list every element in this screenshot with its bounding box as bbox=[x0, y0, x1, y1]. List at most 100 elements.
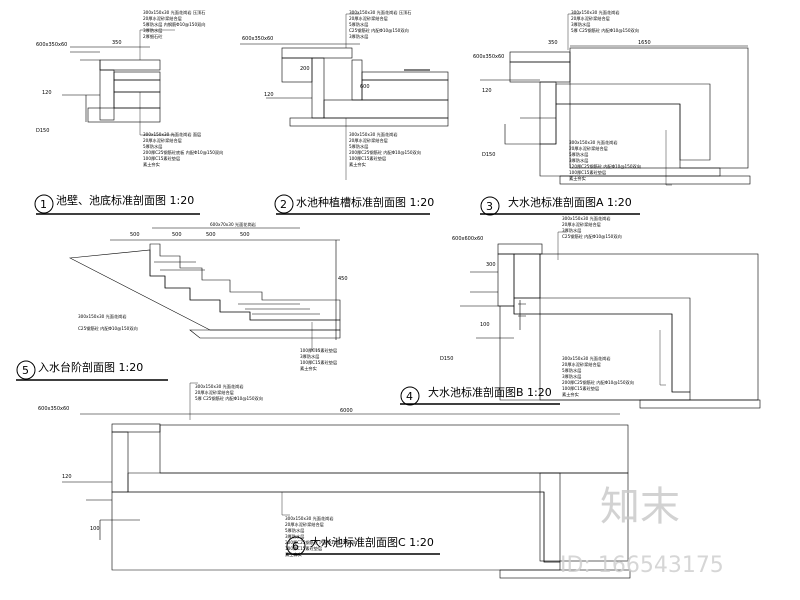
section-3-dim-4: D150 bbox=[482, 152, 495, 158]
section-5-drawing: 500 500 500 500 450 600x70x30 光面花岗岩 300x… bbox=[16, 221, 348, 381]
section-1-note-bottom-5: 素土夯实 bbox=[143, 161, 160, 168]
section-3-notes-top: 300x150x30 光面花岗岩 20厚水泥砂浆结合层 3厚防水层 5厚 C25… bbox=[571, 9, 639, 34]
section-5-note-bottom-1: C25钢筋砼 内配Φ10@150双向 bbox=[78, 325, 138, 332]
section-3-notes-bottom: 300x150x30 光面花岗岩 20厚水泥砂浆结合层 5厚防水层 3厚防水层 … bbox=[569, 139, 641, 182]
watermark-id: ID: 166543175 bbox=[560, 553, 724, 578]
section-6-caption: 6 大水池标准剖面图C 1:20 bbox=[286, 535, 440, 556]
section-6-number-badge bbox=[286, 536, 306, 556]
section-3-note-bottom-2: 5厚防水层 bbox=[569, 151, 588, 158]
section-3-dim-2: 1650 bbox=[638, 40, 651, 46]
section-6-number: 6 bbox=[292, 540, 299, 553]
section-2-dim-3: 120 bbox=[264, 92, 274, 98]
section-2-drawing: 600x350x60 200 600 120 300x150x30 光面花岗岩 … bbox=[240, 9, 449, 215]
section-6-note-top-1: 20厚水泥砂浆结合层 bbox=[195, 389, 234, 396]
section-6-dim-1: 6000 bbox=[340, 408, 353, 414]
section-6-note-bottom-1: 20厚水泥砂浆结合层 bbox=[285, 521, 324, 528]
section-6-note-bottom-5: 100厚C15素砼垫层 bbox=[285, 545, 322, 552]
section-6-note-top-0: 300x150x30 光面花岗岩 bbox=[195, 383, 244, 390]
section-4-note-bottom-6: 素土夯实 bbox=[562, 391, 579, 398]
section-2-note-bottom-3: 200厚C25钢筋砼 内配Φ10@150双向 bbox=[349, 149, 421, 156]
section-3-note-bottom-4: 120厚C25钢筋砼 内配Φ10@150双向 bbox=[569, 163, 641, 170]
section-3-number-badge bbox=[480, 196, 500, 216]
section-4-note-top-3: C25钢筋砼 内配Φ10@150双向 bbox=[562, 233, 622, 240]
section-1-note-top-1: 20厚水泥砂浆结合层 bbox=[143, 15, 182, 22]
section-5-dim-3: 500 bbox=[240, 232, 250, 238]
section-3-note-bottom-1: 20厚水泥砂浆结合层 bbox=[569, 145, 608, 152]
section-2-dim-1: 200 bbox=[300, 66, 310, 72]
section-1-note-bottom-2: 5厚防水层 bbox=[143, 143, 162, 150]
section-5-number-badge bbox=[16, 360, 36, 380]
section-4-dim-2: 100 bbox=[480, 322, 490, 328]
section-4-dim-3: D150 bbox=[440, 356, 453, 362]
section-2-number-badge bbox=[274, 194, 294, 214]
section-3-dim-0: 600x350x60 bbox=[473, 54, 504, 60]
section-6-dim-3: 100 bbox=[90, 526, 100, 532]
section-4-note-bottom-4: 200厚C25钢筋砼 内配Φ10@150双向 bbox=[562, 379, 634, 386]
section-1-dim-2: 120 bbox=[42, 90, 52, 96]
section-1-note-bottom-1: 20厚水泥砂浆结合层 bbox=[143, 137, 182, 144]
section-5-dim-4: 450 bbox=[338, 276, 348, 282]
section-5-notes-bottom: 300x150x30 光面花岗岩 C25钢筋砼 内配Φ10@150双向 100厚… bbox=[78, 313, 337, 372]
section-1-note-top-2: 5厚防水层 内钢筋Φ10@150双向 bbox=[143, 21, 206, 28]
section-3-note-bottom-6: 素土夯实 bbox=[569, 175, 586, 182]
section-2-notes-bottom: 300x150x30 光面花岗岩 20厚水泥砂浆结合层 5厚防水层 200厚C2… bbox=[349, 131, 421, 168]
section-4-number-badge bbox=[400, 386, 420, 406]
section-6-dim-2: 120 bbox=[62, 474, 72, 480]
section-1-number-badge bbox=[34, 194, 54, 214]
section-3-drawing: 600x350x60 350 1650 120 D150 300x150x30 … bbox=[473, 9, 751, 216]
section-1-notes-bottom: 300x150x30 光面花岗岩 面层 20厚水泥砂浆结合层 5厚防水层 200… bbox=[143, 131, 223, 168]
section-3-number: 3 bbox=[486, 200, 493, 213]
section-6-dim-0: 600x350x60 bbox=[38, 406, 69, 412]
section-1-drawing: 600x350x60 350 120 D150 300x150x30 光面花岗岩… bbox=[34, 9, 223, 215]
section-2-dim-0: 600x350x60 bbox=[242, 36, 273, 42]
section-1-dim-3: D150 bbox=[36, 128, 49, 134]
section-1-title: 池壁、池底标准剖面图 1:20 bbox=[56, 193, 194, 207]
section-1-note-top-3: 3厚防水层 bbox=[143, 27, 162, 34]
section-1-note-bottom-3: 200厚C25钢筋砼底板 内配Φ10@150双向 bbox=[143, 149, 223, 156]
section-2-note-bottom-4: 100厚C15素砼垫层 bbox=[349, 155, 386, 162]
section-4-note-bottom-3: 3厚防水层 bbox=[562, 373, 581, 380]
section-6-title: 大水池标准剖面图C 1:20 bbox=[310, 535, 434, 549]
section-3-note-top-0: 300x150x30 光面花岗岩 bbox=[571, 9, 620, 16]
section-4-notes-top: 300x150x30 光面花岗岩 20厚水泥砂浆结合层 3厚防水层 C25钢筋砼… bbox=[562, 215, 622, 240]
section-5-dim-0: 500 bbox=[130, 232, 140, 238]
section-4-note-bottom-2: 5厚防水层 bbox=[562, 367, 581, 374]
section-2-note-bottom-1: 20厚水泥砂浆结合层 bbox=[349, 137, 388, 144]
section-4-notes-bottom: 300x150x30 光面花岗岩 20厚水泥砂浆结合层 5厚防水层 3厚防水层 … bbox=[562, 355, 634, 398]
section-3-dim-1: 350 bbox=[548, 40, 558, 46]
section-5-note-bottom-0: 300x150x30 光面花岗岩 bbox=[78, 313, 127, 320]
section-2-note-bottom-5: 素土夯实 bbox=[349, 161, 366, 168]
section-4-dim-0: 600x600x60 bbox=[452, 236, 483, 242]
section-3-note-top-3: 5厚 C25钢筋砼 内配Φ10@150双向 bbox=[571, 27, 639, 34]
section-6-drawing: 600x350x60 6000 120 100 300x150x30 光面花岗岩… bbox=[38, 382, 631, 579]
section-2-number: 2 bbox=[280, 198, 287, 211]
section-1-notes-top: 300x150x30 光面花岗岩 压顶石 20厚水泥砂浆结合层 5厚防水层 内钢… bbox=[143, 9, 206, 40]
section-2-dim-2: 600 bbox=[360, 84, 370, 90]
section-2-note-top-3: C25钢筋砼 内配Φ10@150双向 bbox=[349, 27, 409, 34]
section-4-note-top-0: 300x150x30 光面花岗岩 bbox=[562, 215, 611, 222]
section-4-note-bottom-0: 300x150x30 光面花岗岩 bbox=[562, 355, 611, 362]
section-2-title: 水池种植槽标准剖面图 1:20 bbox=[296, 195, 434, 209]
watermark-brand: 知末 bbox=[600, 484, 680, 530]
section-2-note-bottom-2: 5厚防水层 bbox=[349, 143, 368, 150]
section-4-caption: 4 大水池标准剖面图B 1:20 bbox=[400, 385, 560, 406]
section-5-note-top-0: 600x70x30 光面花岗岩 bbox=[210, 221, 256, 228]
section-5-number: 5 bbox=[22, 364, 29, 377]
section-1-note-bottom-4: 100厚C15素砼垫层 bbox=[143, 155, 180, 162]
section-6-note-bottom-4: 200厚C25钢筋砼 内配Φ10@150双向 bbox=[285, 539, 357, 546]
section-1-note-top-4: 2厚细石砼 bbox=[143, 33, 163, 40]
section-3-note-top-2: 3厚防水层 bbox=[571, 21, 590, 28]
section-1-note-bottom-0: 300x150x30 光面花岗岩 面层 bbox=[143, 131, 201, 138]
section-3-note-bottom-5: 100厚C15素砼垫层 bbox=[569, 169, 606, 176]
section-2-note-top-2: 5厚防水层 bbox=[349, 21, 368, 28]
section-4-note-top-2: 3厚防水层 bbox=[562, 227, 581, 234]
section-3-note-bottom-0: 300x150x30 光面花岗岩 bbox=[569, 139, 618, 146]
section-3-note-top-1: 20厚水泥砂浆结合层 bbox=[571, 15, 610, 22]
section-5-dim-2: 500 bbox=[206, 232, 216, 238]
section-6-note-top-2: 5厚 C25钢筋砼 内配Φ10@150双向 bbox=[195, 395, 263, 402]
section-1-caption: 1 池壁、池底标准剖面图 1:20 bbox=[34, 193, 200, 215]
section-2-notes-top: 300x150x30 光面花岗岩 压顶石 20厚水泥砂浆结合层 5厚防水层 C2… bbox=[349, 9, 411, 40]
section-1-number: 1 bbox=[40, 198, 47, 211]
section-6-note-bottom-2: 5厚防水层 bbox=[285, 527, 304, 534]
